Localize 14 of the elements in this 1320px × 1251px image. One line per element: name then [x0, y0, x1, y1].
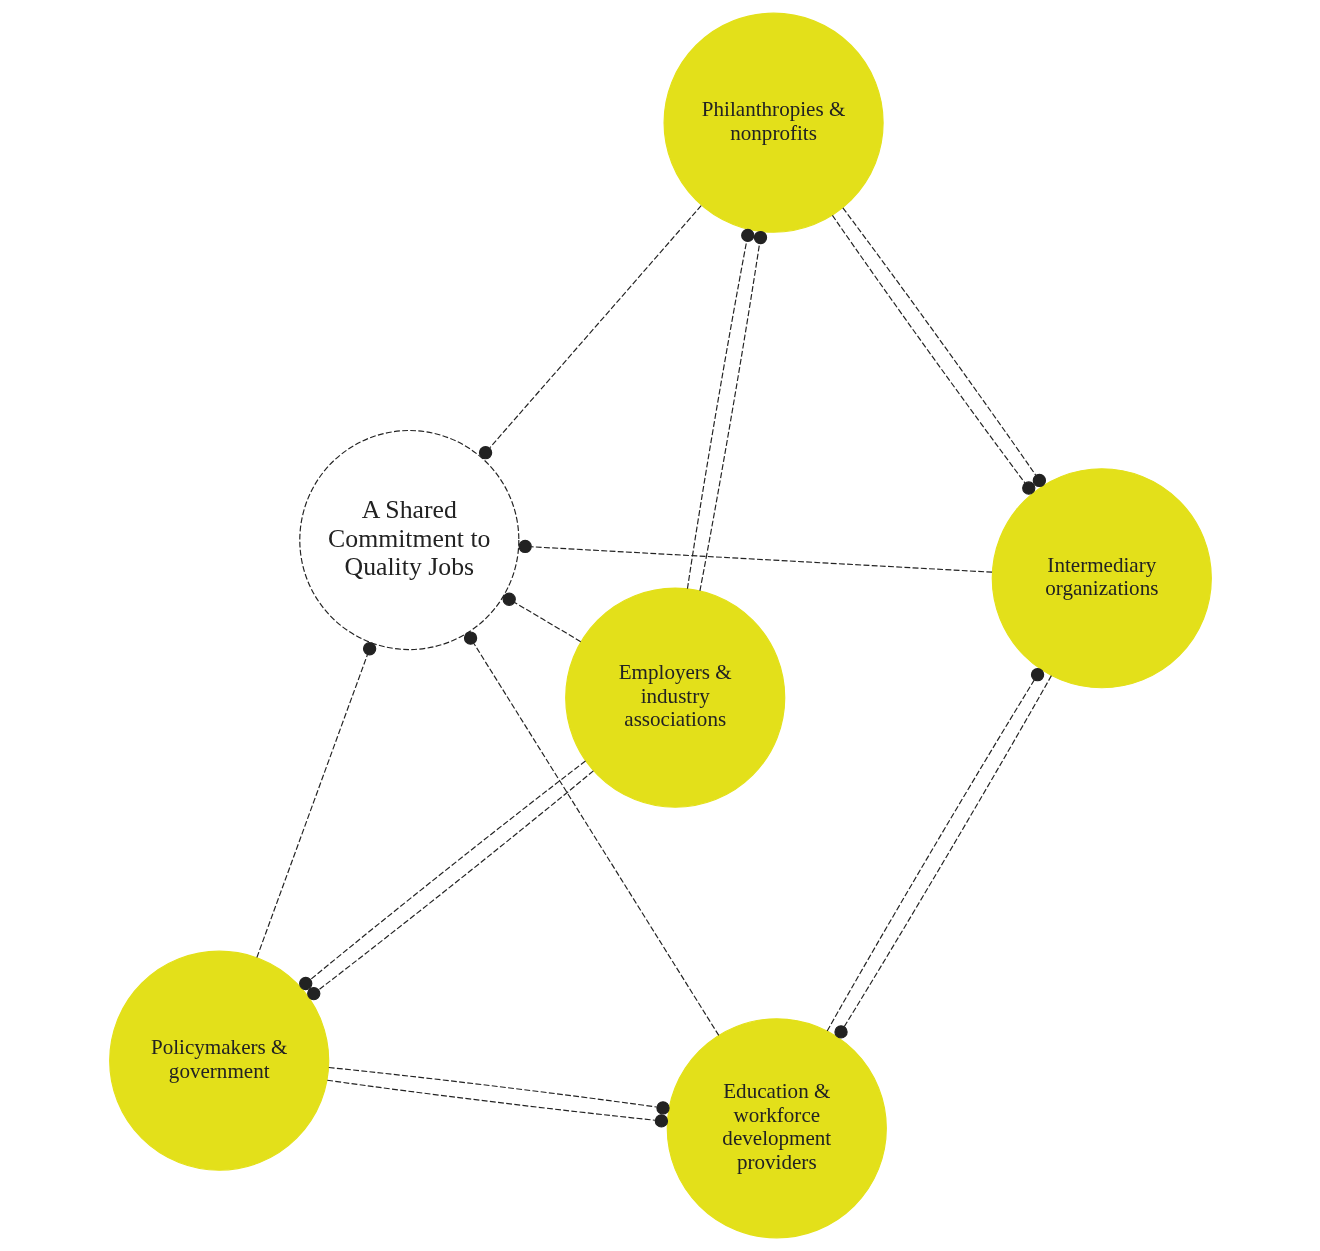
connector	[478, 205, 702, 460]
connector	[686, 228, 754, 590]
connector	[326, 1079, 668, 1128]
node-circle: Employers & industry associations	[564, 587, 785, 808]
connector	[255, 642, 376, 959]
node-circle: Philanthropies & nonprofits	[663, 12, 884, 233]
node-circle: Education & workforce development providers	[666, 1018, 887, 1239]
node-circle: Intermediary organizations	[991, 468, 1212, 689]
node-circle: Policymakers & government	[108, 950, 329, 1171]
connector	[327, 1066, 670, 1115]
connector	[518, 539, 993, 573]
connector	[698, 230, 767, 592]
connector	[463, 631, 719, 1036]
connector	[502, 592, 581, 643]
